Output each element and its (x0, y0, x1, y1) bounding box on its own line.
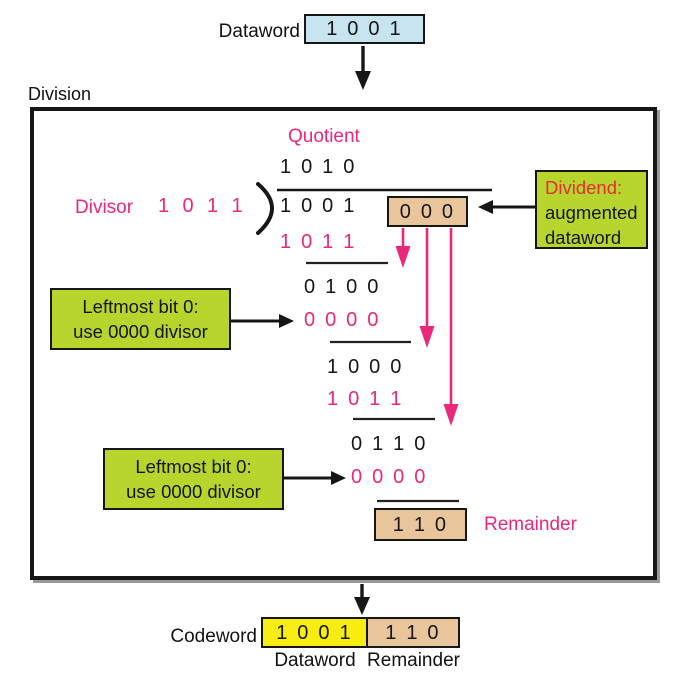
dataword-box: 1 0 0 1 (304, 14, 425, 44)
division-title: Division (28, 84, 92, 104)
remainder-label: Remainder (484, 514, 577, 535)
augmented-bits-box: 0 0 0 (387, 196, 468, 227)
dataword-bits: 1 0 0 1 (326, 18, 403, 40)
remainder-bits: 1 1 0 (392, 513, 449, 536)
leftmost-callout-1-line2: use 0000 divisor (73, 321, 208, 342)
quotient-bits: 1 0 1 0 (280, 156, 357, 178)
work-row-1: 1 0 1 1 (280, 231, 357, 253)
quotient-label: Quotient (288, 126, 360, 147)
work-row-5: 1 0 1 1 (327, 388, 404, 410)
codeword-remainder-bits: 1 1 0 (385, 621, 441, 644)
dataword-bottom-label: Dataword (274, 650, 356, 671)
work-row-7: 0 0 0 0 (351, 466, 428, 488)
work-row-3: 0 0 0 0 (304, 309, 381, 331)
work-row-4: 1 0 0 0 (327, 356, 404, 378)
dividend-callout-line1: augmented (545, 202, 638, 223)
dataword-down-arrow-icon (355, 46, 371, 90)
leftmost-callout-2: Leftmost bit 0: use 0000 divisor (103, 448, 284, 510)
leftmost-callout-2-line2: use 0000 divisor (126, 481, 261, 502)
codeword-down-arrow-icon (354, 584, 370, 615)
dividend-callout-title: Dividend: (545, 177, 623, 198)
leftmost-callout-1: Leftmost bit 0: use 0000 divisor (50, 288, 231, 350)
divisor-label: Divisor (75, 197, 134, 218)
remainder-box: 1 1 0 (374, 508, 467, 541)
dividend-bits: 1 0 0 1 (280, 195, 357, 217)
codeword-label: Codeword (170, 626, 257, 647)
dividend-callout-line2: dataword (545, 227, 622, 248)
leftmost-callout-2-line1: Leftmost bit 0: (135, 456, 252, 477)
codeword-dataword-bits: 1 0 0 1 (276, 621, 353, 644)
dividend-callout: Dividend: augmented dataword (535, 170, 648, 249)
codeword-dataword-box: 1 0 0 1 (261, 617, 368, 648)
remainder-bottom-label: Remainder (367, 650, 460, 671)
divisor-bits: 1 0 1 1 (158, 195, 247, 217)
work-row-2: 0 1 0 0 (304, 276, 381, 298)
work-row-6: 0 1 1 0 (351, 433, 428, 455)
leftmost-callout-1-line1: Leftmost bit 0: (82, 296, 199, 317)
dataword-label: Dataword (218, 21, 300, 42)
codeword-remainder-box: 1 1 0 (366, 617, 460, 648)
augmented-bits: 0 0 0 (399, 200, 456, 223)
